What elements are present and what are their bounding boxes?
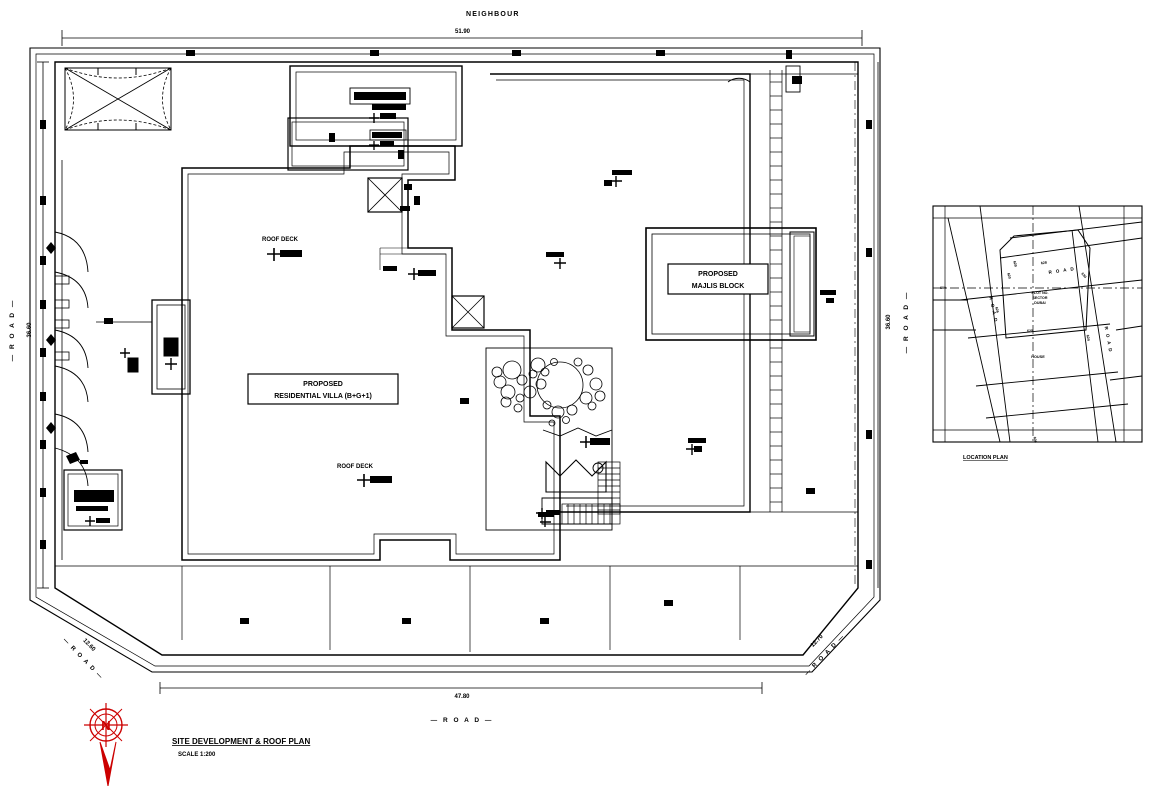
location-plan-title: LOCATION PLAN (963, 455, 1008, 461)
left-road-annotation: — R O A D — 36.60 (9, 61, 49, 589)
drawing-title: SITE DEVELOPMENT & ROOF PLAN (172, 737, 310, 746)
service-room-left (96, 299, 191, 395)
villa-label-line1: PROPOSED (303, 381, 343, 388)
yard-paving-grid (55, 73, 858, 652)
roof-equipment-upper (400, 184, 420, 211)
gate-leaf-symbols (46, 242, 56, 434)
location-road-label-right: R O A D (1104, 326, 1114, 353)
corner-left-road-label: — R O A D — (61, 637, 104, 681)
location-plan: R O A D R O A D R O A D PLOT NO. SECTOR … (932, 205, 1143, 461)
villa-label-line2: RESIDENTIAL VILLA (B+G+1) (274, 393, 372, 400)
villa-roof-inner (187, 151, 555, 555)
plot-number-0: 600 (940, 286, 946, 290)
corner-right-road-annotation: 12.70 — R O A D — (804, 633, 847, 677)
plot-number-3: 628 (1041, 261, 1047, 266)
landscape-area (485, 347, 613, 531)
left-service-strip (54, 62, 70, 588)
neighbour-label: NEIGHBOUR (466, 11, 520, 18)
plot-number-6: 625 (1027, 329, 1033, 333)
bottom-dimension-text: 47.80 (454, 694, 470, 700)
location-road-label-left: R O A D (988, 296, 998, 323)
plot-label-line3: DUBAI (1034, 301, 1045, 305)
roof-deck-upper-annotation: ROOF DECK (262, 237, 302, 261)
location-plan-frame (932, 205, 1143, 443)
majlis-block-outline (645, 227, 817, 341)
location-road-label-top: R O A D (1048, 266, 1075, 275)
plot-number-7: 624 (1085, 335, 1090, 342)
roof-deck-upper-label: ROOF DECK (262, 237, 299, 243)
location-plan-centerlines (933, 206, 1142, 442)
boundary-wall-columns (40, 50, 872, 624)
corner-left-road-annotation: 12.60 — R O A D — (61, 637, 104, 681)
right-road-annotation: — R O A D — 36.60 (877, 62, 910, 588)
plot-number-4: 630 (1080, 272, 1087, 279)
gate-post-symbol (66, 452, 88, 464)
plot-number-1: 620 (1006, 272, 1011, 279)
entry-structure-top-right (727, 65, 802, 93)
canopy-structure (64, 67, 172, 131)
right-road-label: — R O A D — (903, 291, 910, 354)
majlis-label-line1: PROPOSED (698, 271, 738, 278)
villa-parapet-details (349, 146, 452, 270)
plot-boundary (29, 47, 881, 673)
plot-number-5: 626 (994, 306, 999, 313)
left-road-label: — R O A D — (9, 299, 16, 362)
location-plan-road-labels: R O A D R O A D R O A D (988, 266, 1113, 353)
north-arrow-label: N (101, 718, 110, 733)
drawing-title-block: SITE DEVELOPMENT & ROOF PLAN SCALE 1:200 (172, 737, 310, 758)
corner-right-dimension: 12.70 (810, 633, 825, 648)
corner-left-dimension: 12.60 (81, 638, 96, 653)
location-plan-roads (933, 205, 1143, 443)
location-plan-gridlines (933, 206, 1142, 442)
stair-level-mark (536, 508, 560, 519)
upper-roof-block (287, 65, 463, 171)
stair-shaft-upper (367, 177, 403, 213)
top-dimension-line (61, 30, 863, 46)
roof-dimension-ticks (383, 170, 836, 517)
right-paving-strip (769, 70, 783, 512)
stair-shaft-lower (451, 295, 485, 329)
plot-label-line2: SECTOR (1033, 296, 1048, 300)
plot-label-line1: PLOT NO. (1032, 291, 1049, 295)
location-plan-plot-label: PLOT NO. SECTOR DUBAI (1032, 291, 1049, 305)
location-house-label: HOUSE (1031, 355, 1045, 359)
guard-room (63, 469, 123, 531)
villa-label-box: PROPOSED RESIDENTIAL VILLA (B+G+1) (247, 373, 399, 405)
location-plan-plot-numbers: 600 620 629 628 630 626 625 624 600 (940, 260, 1090, 443)
north-arrow: N (84, 703, 128, 786)
drawing-scale: SCALE 1:200 (178, 752, 216, 758)
right-dimension-text: 36.60 (886, 314, 892, 330)
villa-roof-outline (181, 145, 561, 561)
plot-number-2: 629 (1012, 260, 1017, 267)
tree-cluster (491, 357, 606, 427)
bottom-road-label: — R O A D — (431, 717, 494, 724)
bottom-road-annotation: 47.80 — R O A D — (159, 682, 763, 724)
external-stairs-bottom (561, 503, 621, 525)
plot-number-8: 600 (1032, 437, 1037, 444)
roof-deck-lower-annotation: ROOF DECK (337, 464, 392, 487)
majlis-label-line2: MAJLIS BLOCK (692, 283, 745, 290)
roof-deck-lower-label: ROOF DECK (337, 464, 374, 470)
top-dimension-text: 51.90 (455, 29, 471, 35)
gate-swing-symbols (54, 231, 89, 487)
roof-level-mark-upper (408, 268, 436, 280)
majlis-block-label-box: PROPOSED MAJLIS BLOCK (667, 263, 769, 295)
corner-right-road-label: — R O A D — (804, 633, 847, 677)
roof-level-mark-mid (540, 176, 698, 527)
landscape-level-mark (580, 436, 610, 448)
location-plan-plot (999, 229, 1091, 339)
left-dimension-text: 36.60 (27, 322, 33, 338)
